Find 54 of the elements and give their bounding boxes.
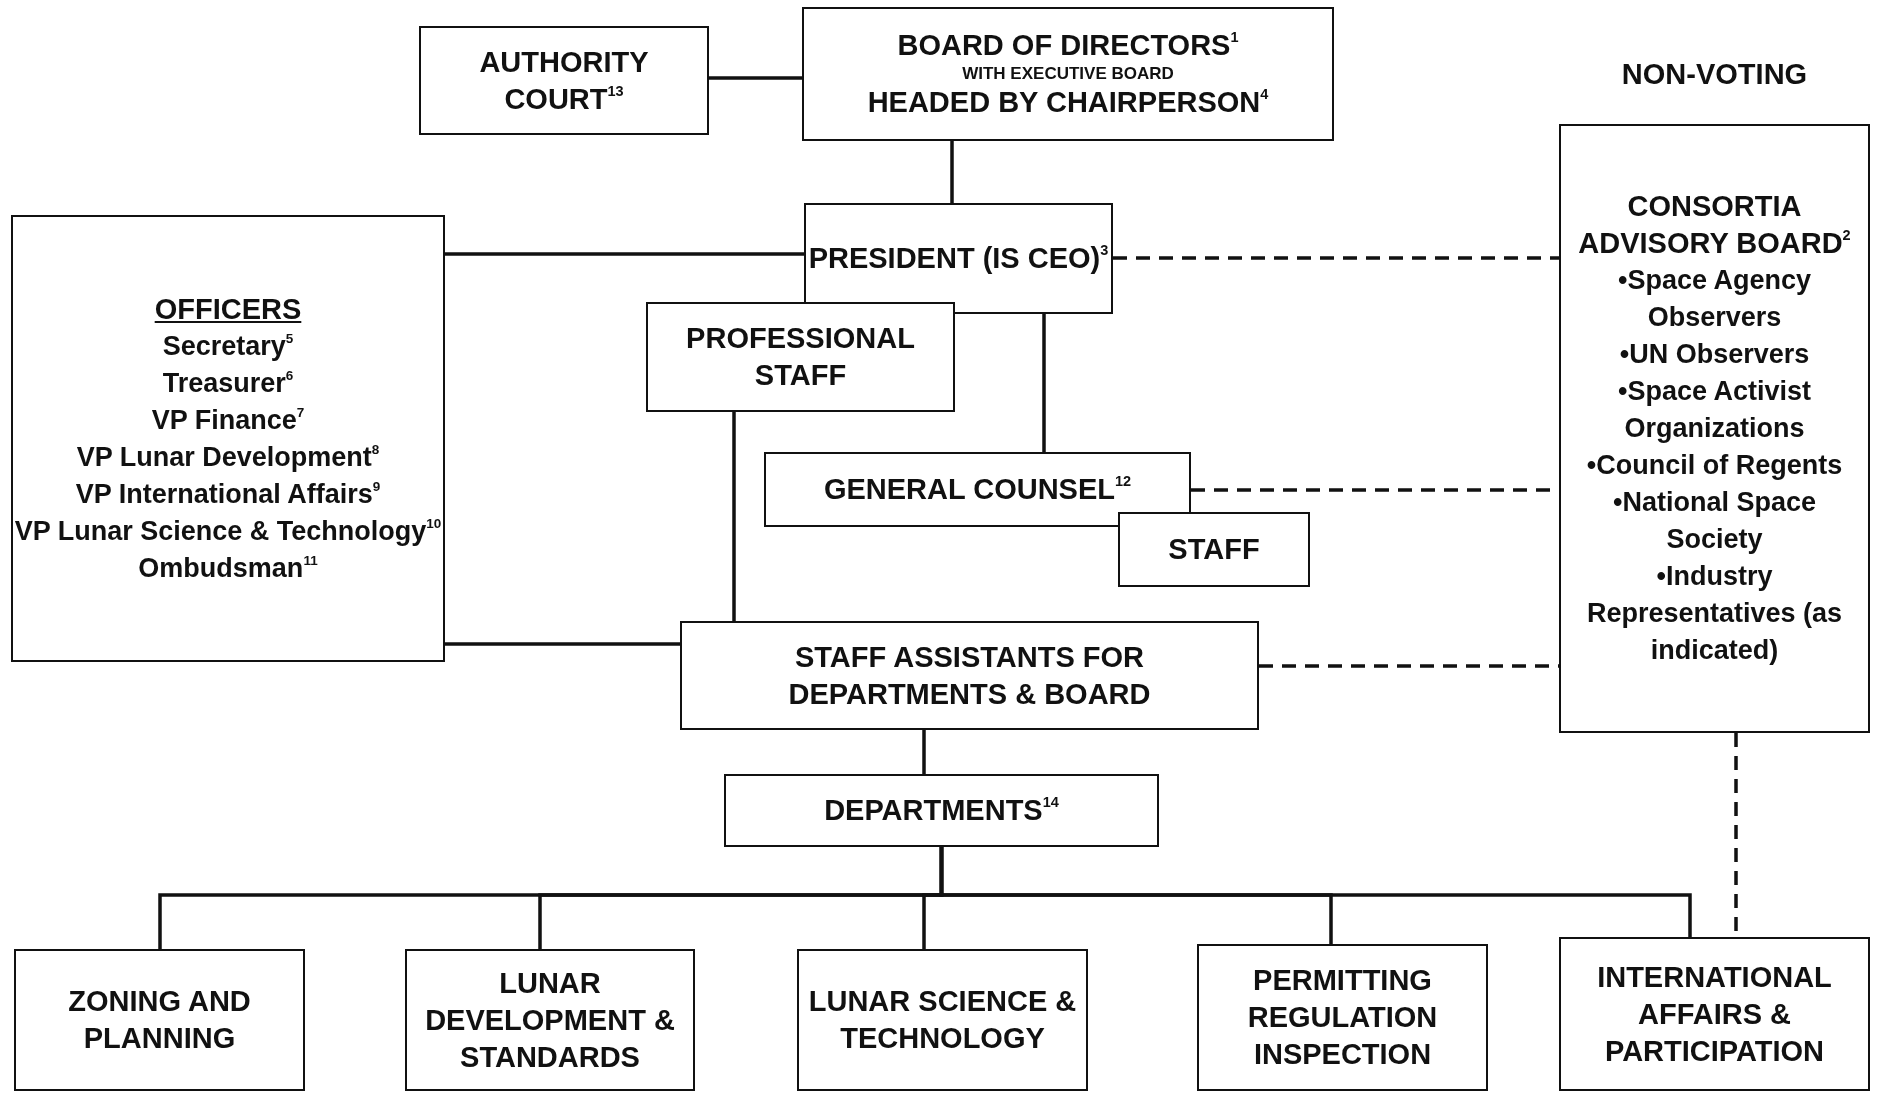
box-label: HEADED BY CHAIRPERSON$^{4}$	[867, 84, 1269, 120]
list-item: VP Finance$^{7}$	[151, 403, 305, 437]
connector-line	[445, 642, 680, 646]
org-box	[11, 215, 445, 662]
list-item: •Industry Representatives (as indicated)	[1585, 560, 1844, 667]
connector-line	[1042, 314, 1046, 452]
org-box	[802, 7, 1334, 141]
list-item: Ombudsman$^{11}$	[138, 551, 318, 585]
org-box	[646, 302, 955, 412]
box-label: PRESIDENT (IS CEO)$^{3}$	[808, 240, 1109, 276]
org-box	[405, 949, 695, 1091]
box-label: INTERNATIONAL AFFAIRS & PARTICIPATION	[1596, 959, 1833, 1069]
list-item: Secretary$^{5}$	[162, 329, 294, 363]
list-item: •Space Agency Observers	[1616, 264, 1812, 334]
box-label: STAFF	[1168, 532, 1260, 567]
connector-line	[732, 412, 736, 621]
org-box	[804, 203, 1113, 314]
org-box	[797, 949, 1088, 1091]
list-item: VP Lunar Development$^{8}$	[76, 440, 380, 474]
connector-line	[445, 252, 804, 256]
box-label: PROFESSIONAL STAFF	[685, 321, 916, 393]
connector-line	[709, 76, 802, 80]
org-box	[680, 621, 1259, 730]
org-box	[1559, 937, 1870, 1091]
org-box	[764, 452, 1191, 527]
list-item: •UN Observers	[1619, 338, 1810, 371]
box-label: GENERAL COUNSEL$^{12}$	[823, 471, 1132, 507]
connector-line	[1113, 256, 1559, 260]
connector-line	[950, 141, 954, 203]
list-item: Treasurer$^{6}$	[162, 366, 294, 400]
box-label: WITH EXECUTIVE BOARD	[962, 64, 1174, 84]
box-label: PERMITTING REGULATION INSPECTION	[1246, 963, 1439, 1072]
box-title: CONSORTIA ADVISORY BOARD$^{2}$	[1577, 189, 1852, 261]
connector-line	[939, 847, 1692, 937]
box-label: AUTHORITY COURT$^{13}$	[478, 44, 650, 117]
box-label: LUNAR DEVELOPMENT & STANDARDS	[424, 965, 676, 1075]
box-label: STAFF ASSISTANTS FOR DEPARTMENTS & BOARD	[787, 639, 1152, 712]
list-item: •Space Activist Organizations	[1616, 375, 1812, 445]
list-item: VP Lunar Science & Technology$^{10}$	[14, 514, 442, 548]
org-box	[1197, 944, 1488, 1091]
list-item: •Council of Regents	[1586, 449, 1843, 482]
box-label: ZONING AND PLANNING	[67, 984, 252, 1056]
list-item: •National Space Society	[1612, 486, 1817, 556]
box-label: DEPARTMENTS$^{14}$	[824, 792, 1059, 828]
org-box	[14, 949, 305, 1091]
box-label: BOARD OF DIRECTORS$^{1}$	[897, 27, 1239, 63]
org-box	[419, 26, 709, 135]
heading-label: NON-VOTING	[1620, 57, 1809, 92]
list-item: VP International Affairs$^{9}$	[75, 477, 381, 511]
org-box	[724, 774, 1159, 847]
connector-line	[922, 730, 926, 774]
org-box	[1118, 512, 1310, 587]
box-title: OFFICERS	[154, 291, 302, 327]
box-label: LUNAR SCIENCE & TECHNOLOGY	[807, 984, 1078, 1056]
